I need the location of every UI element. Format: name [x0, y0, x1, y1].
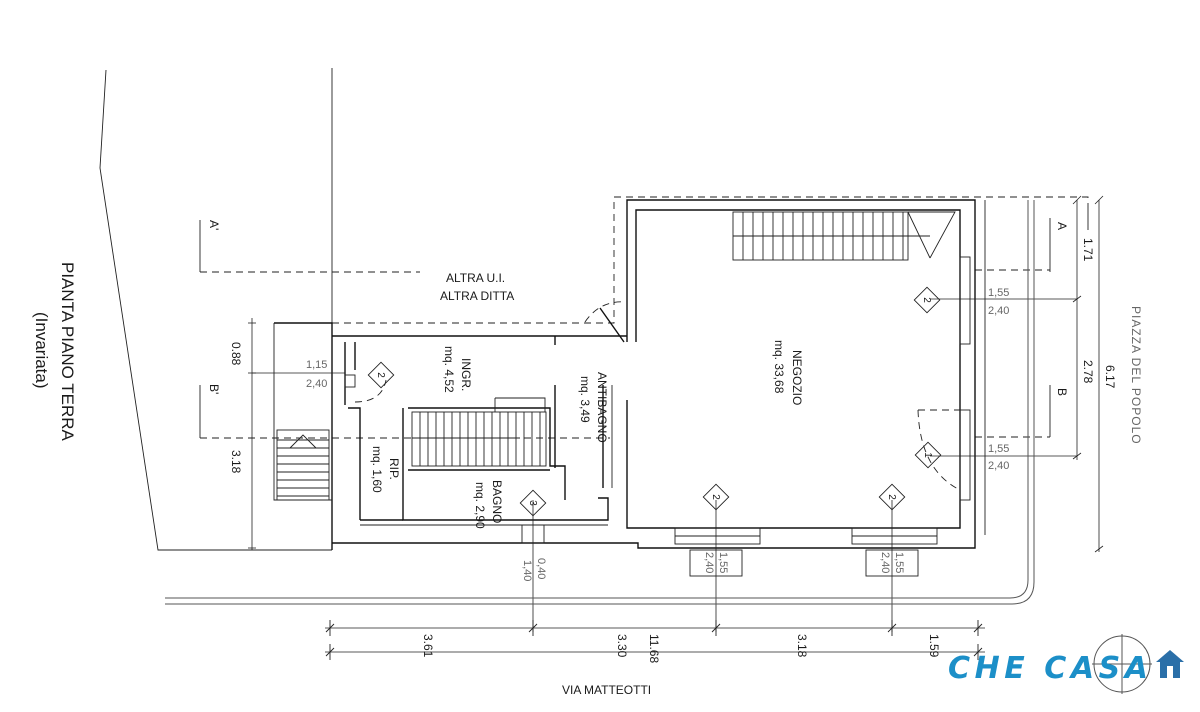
label-via-matteotti: VIA MATTEOTTI [562, 683, 651, 697]
svg-text:1: 1 [922, 452, 933, 458]
window-right-bottom [959, 409, 971, 501]
section-label-b-prime: B' [207, 384, 221, 394]
stair-annex [276, 429, 330, 501]
svg-text:0,40: 0,40 [535, 558, 547, 579]
opening-bottom1-label: 1,55 2,40 [689, 549, 743, 577]
dim-bottom-total: 11.68 [647, 634, 661, 663]
road-line-1 [165, 200, 1029, 599]
logo-text: CHE CASA [948, 651, 1148, 686]
marker-diamond-2b: 2 [702, 483, 730, 511]
svg-text:1,55: 1,55 [893, 552, 905, 573]
opening-right2-h: 2,40 [988, 460, 1009, 472]
label-altra-ui: ALTRA U.I. [446, 271, 505, 285]
property-boundary-dashed [332, 196, 1089, 324]
room-rip-area: mq. 1,60 [370, 446, 384, 493]
svg-text:2,40: 2,40 [703, 552, 715, 573]
plan-title: PIANTA PIANO TERRA [58, 262, 77, 442]
section-label-a-prime: A' [207, 220, 221, 230]
label-altra-ditta: ALTRA DITTA [440, 289, 514, 303]
dim-bottom-2: 3.30 [615, 634, 629, 658]
room-antibagno-area: mq. 3,49 [578, 376, 592, 423]
room-ingr-area: mq. 4,52 [442, 346, 456, 393]
plan-subtitle: (Invariata) [32, 312, 51, 389]
opening-bagno-label: 0,40 1,40 [521, 558, 547, 581]
svg-text:2: 2 [710, 494, 721, 500]
dim-bottom-4: 1.59 [927, 634, 941, 658]
section-label-b: B [1055, 388, 1069, 396]
window-right-top [959, 256, 971, 345]
outer-wall [332, 199, 976, 549]
dim-left-bottom: 3.18 [229, 450, 243, 474]
marker-diamond-4: 2 [367, 361, 395, 389]
opening-ingr-h: 2,40 [306, 378, 327, 390]
opening-right1-h: 2,40 [988, 305, 1009, 317]
room-negozio-name: NEGOZIO [790, 350, 804, 405]
svg-text:2: 2 [886, 494, 897, 500]
opening-bottom2-label: 1,55 2,40 [865, 549, 919, 577]
svg-text:1,55: 1,55 [717, 552, 729, 573]
negozio-wall [626, 209, 961, 529]
dim-left-top: 0.88 [229, 342, 243, 366]
svg-text:2,40: 2,40 [879, 552, 891, 573]
marker-diamond-1: 1 [914, 441, 942, 469]
room-rip-name: RIP. [387, 458, 401, 480]
bagno-walls [348, 407, 361, 520]
label-piazza-del-popolo: PIAZZA DEL POPOLO [1129, 306, 1143, 445]
opening-right1-w: 1,55 [988, 287, 1009, 299]
room-ingr-name: INGR. [459, 358, 473, 391]
marker-diamond-3: 3 [519, 489, 547, 517]
dim-right-2: 2.78 [1081, 360, 1095, 384]
svg-text:3: 3 [527, 500, 538, 506]
annex-wall [274, 322, 333, 550]
stair-middle [411, 397, 547, 467]
dim-right-total: 6.17 [1103, 365, 1117, 389]
house-icon [1156, 650, 1184, 678]
marker-diamond-2a: 2 [913, 286, 941, 314]
section-label-a: A [1055, 222, 1069, 230]
opening-right2-w: 1,55 [988, 443, 1009, 455]
neighbour-boundary [99, 69, 332, 551]
room-bagno-area: mq. 2,90 [473, 482, 487, 529]
svg-text:2: 2 [375, 372, 386, 378]
svg-text:2: 2 [921, 297, 932, 303]
room-negozio-area: mq. 33,68 [772, 340, 786, 394]
room-bagno-name: BAGNO [490, 480, 504, 523]
dim-bottom-3: 3.18 [795, 634, 809, 658]
marker-diamond-2c: 2 [878, 483, 906, 511]
road-line-2 [165, 200, 1035, 605]
svg-text:1,40: 1,40 [521, 560, 533, 581]
opening-ingr-w: 1,15 [306, 359, 327, 371]
che-casa-logo: CHE CASA [948, 634, 1184, 694]
room-antibagno-name: ANTIBAGNO [595, 372, 609, 443]
dim-bottom-1: 3.61 [421, 634, 435, 658]
dim-right-1: 1.71 [1081, 238, 1095, 262]
stair-upper [732, 211, 956, 261]
